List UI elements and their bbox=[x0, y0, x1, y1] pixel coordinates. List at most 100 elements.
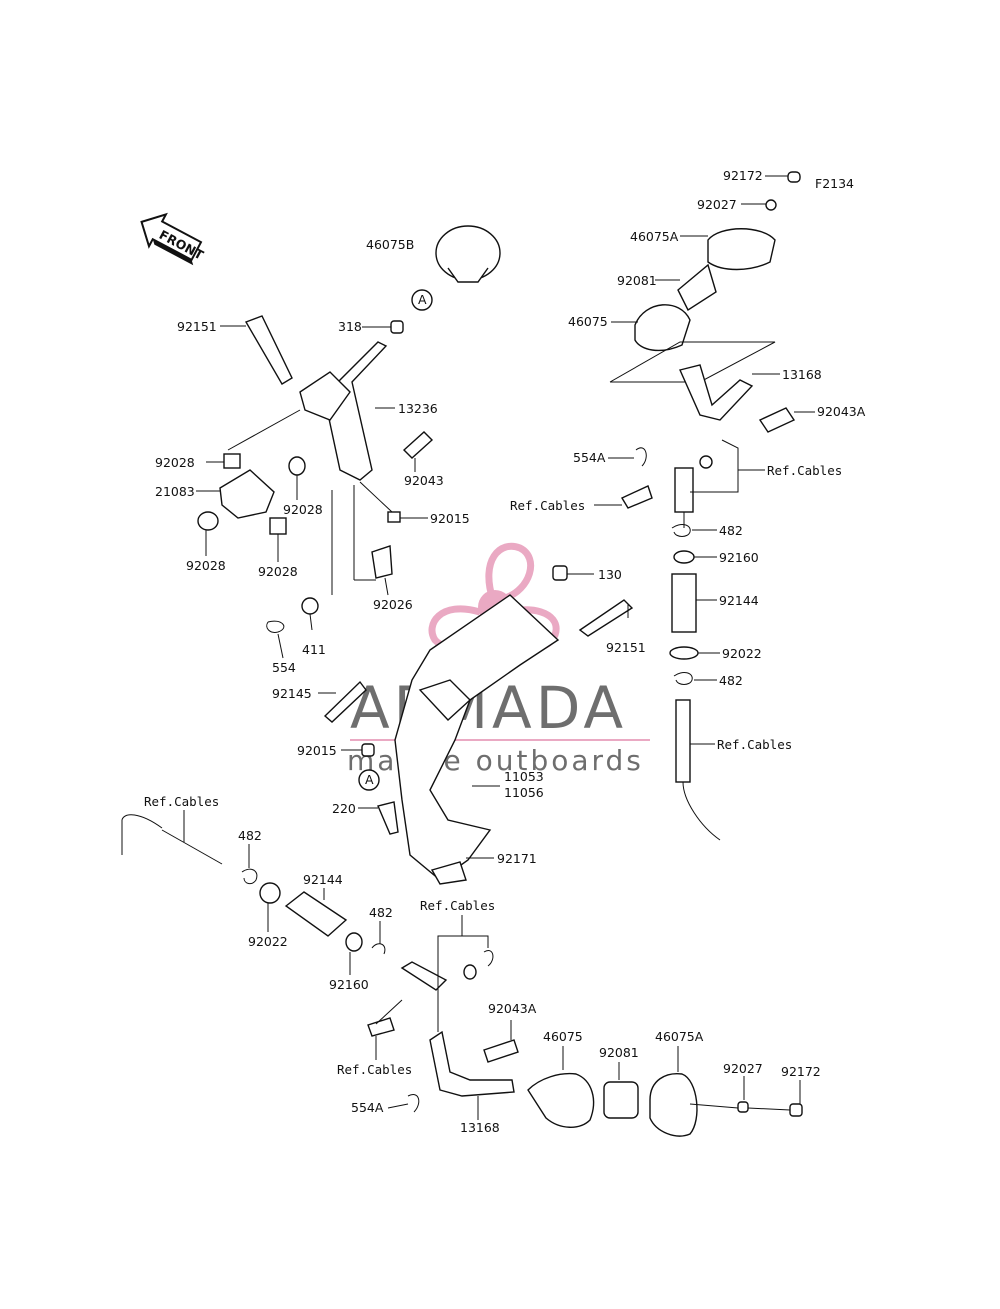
bolt-92151-center-icon bbox=[578, 599, 634, 637]
label-13236: 13236 bbox=[398, 401, 438, 416]
pin-92043a-lower-icon bbox=[483, 1039, 519, 1063]
watermark-tagline: marine outboards bbox=[347, 744, 644, 777]
marker-a-top bbox=[411, 289, 433, 311]
lever-11053-icon bbox=[394, 594, 560, 881]
cable-upper-icon bbox=[675, 699, 691, 783]
label-92026: 92026 bbox=[373, 597, 413, 612]
label-46075a-upper: 46075A bbox=[630, 229, 679, 244]
label-92081-upper: 92081 bbox=[617, 273, 657, 288]
knob-46075-upper-icon bbox=[634, 304, 691, 352]
label-ref-cables-upper-right: Ref.Cables bbox=[767, 463, 842, 478]
knob-46075a-upper-icon bbox=[707, 228, 776, 271]
center-lever-assembly: A bbox=[318, 565, 634, 885]
label-411: 411 bbox=[302, 642, 326, 657]
label-92022-lower: 92022 bbox=[248, 934, 288, 949]
bushing-92028-c-icon bbox=[197, 511, 219, 531]
spring-92144-lower-icon bbox=[284, 891, 348, 937]
label-11056: 11056 bbox=[504, 785, 544, 800]
label-46075-upper: 46075 bbox=[568, 314, 608, 329]
knob-46075-lower-icon bbox=[527, 1072, 595, 1128]
seal-92160-lower-icon bbox=[345, 932, 363, 952]
label-92015-upper: 92015 bbox=[430, 511, 470, 526]
bushing-92028-d-icon bbox=[269, 517, 287, 535]
cotter-pin-ref-cables-lower-icon bbox=[483, 950, 494, 967]
nut-318-icon bbox=[390, 320, 404, 334]
label-92015-center: 92015 bbox=[297, 743, 337, 758]
label-46075-lower: 46075 bbox=[543, 1029, 583, 1044]
label-ref-cables-lower-joint: Ref.Cables bbox=[420, 898, 495, 913]
label-92043a-lower: 92043A bbox=[488, 1001, 537, 1016]
label-46075b: 46075B bbox=[366, 237, 414, 252]
washer-ref-cables-lower-icon bbox=[463, 964, 477, 980]
label-92043a-upper: 92043A bbox=[817, 404, 866, 419]
label-130: 130 bbox=[598, 567, 622, 582]
marker-a-center-label: A bbox=[365, 772, 374, 787]
label-92081-lower: 92081 bbox=[599, 1045, 639, 1060]
label-92027-upper: 92027 bbox=[697, 197, 737, 212]
label-92144-lower: 92144 bbox=[303, 872, 343, 887]
right-upper-assembly bbox=[594, 171, 815, 841]
front-arrow-icon: FRONT bbox=[140, 212, 206, 266]
pin-92043a-upper-icon bbox=[758, 407, 796, 433]
label-21083: 21083 bbox=[155, 484, 195, 499]
spring-92144-upper-icon bbox=[671, 573, 697, 633]
lower-right-assembly bbox=[527, 1046, 803, 1137]
label-92028-c: 92028 bbox=[186, 558, 226, 573]
label-92160-lower: 92160 bbox=[329, 977, 369, 992]
label-11053: 11053 bbox=[504, 769, 544, 784]
pin-92043-icon bbox=[402, 431, 434, 459]
label-92160-upper: 92160 bbox=[719, 550, 759, 565]
label-ref-cables-upper-left: Ref.Cables bbox=[510, 498, 585, 513]
label-92022-upper: 92022 bbox=[722, 646, 762, 661]
clip-92015-upper-icon bbox=[387, 511, 401, 523]
label-554a-upper: 554A bbox=[573, 450, 606, 465]
bracket-21083-icon bbox=[219, 469, 275, 519]
label-92027-lower: 92027 bbox=[723, 1061, 763, 1076]
label-220: 220 bbox=[332, 801, 356, 816]
screw-92172-lower-icon bbox=[789, 1103, 803, 1117]
joint-ref-cables-upper-icon bbox=[674, 467, 694, 513]
label-92028-b: 92028 bbox=[283, 502, 323, 517]
clip-482-upper-icon bbox=[671, 524, 691, 537]
label-13168-upper: 13168 bbox=[782, 367, 822, 382]
stopper-92026-icon bbox=[371, 545, 393, 579]
spring-92081-lower-icon bbox=[603, 1081, 639, 1119]
pin-ref-cables-lower-icon bbox=[367, 1017, 395, 1037]
label-92043: 92043 bbox=[404, 473, 444, 488]
label-46075a-lower: 46075A bbox=[655, 1029, 704, 1044]
washer-92022-upper-icon bbox=[669, 646, 699, 660]
label-92172-upper: 92172 bbox=[723, 168, 763, 183]
label-92028-a: 92028 bbox=[155, 455, 195, 470]
bolt-130-icon bbox=[552, 565, 568, 581]
bolt-92151-upper-icon bbox=[244, 315, 293, 385]
joint-ref-cables-lower-icon bbox=[400, 961, 448, 991]
label-ref-cables-lower-left: Ref.Cables bbox=[144, 794, 219, 809]
label-92145: 92145 bbox=[272, 686, 312, 701]
label-92151-center: 92151 bbox=[606, 640, 646, 655]
label-ref-cables-lower-pin: Ref.Cables bbox=[337, 1062, 412, 1077]
shift-lever-assembly: A bbox=[196, 225, 501, 659]
clip-482-lower-icon bbox=[371, 943, 386, 955]
clip-482-upper2-icon bbox=[673, 672, 693, 685]
label-92151-upper: 92151 bbox=[177, 319, 217, 334]
arm-13168-lower-icon bbox=[429, 1030, 515, 1097]
arm-13168-upper-icon bbox=[679, 364, 754, 421]
bushing-92028-a-icon bbox=[223, 453, 241, 469]
collar-92027-lower-icon bbox=[737, 1101, 749, 1113]
label-554a-lower: 554A bbox=[351, 1100, 384, 1115]
pin-ref-cables-upper-icon bbox=[620, 485, 653, 509]
marker-a-top-label: A bbox=[418, 292, 427, 307]
screw-220-icon bbox=[377, 801, 399, 835]
label-482-upper: 482 bbox=[719, 523, 743, 538]
label-482-upper2: 482 bbox=[719, 673, 743, 688]
clip-482-lower-left-icon bbox=[241, 868, 258, 885]
label-13168-lower: 13168 bbox=[460, 1120, 500, 1135]
cotter-pin-554a-upper-icon bbox=[635, 447, 647, 467]
label-482-lower: 482 bbox=[369, 905, 393, 920]
cable-lower-icon bbox=[121, 814, 163, 855]
cotter-pin-554a-lower-icon bbox=[407, 1094, 420, 1113]
label-ref-cables-upper-cable: Ref.Cables bbox=[717, 737, 792, 752]
lower-left-assembly bbox=[121, 810, 519, 1120]
marker-a-center bbox=[358, 769, 380, 791]
